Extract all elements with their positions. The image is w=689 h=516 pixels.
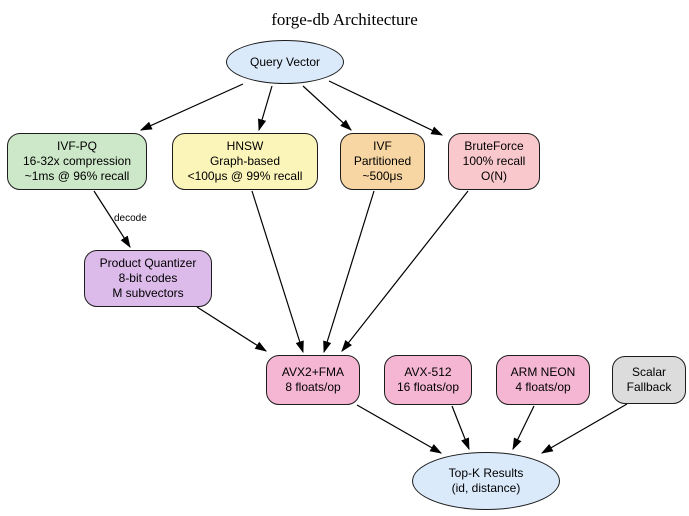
node-label: Partitioned (353, 154, 412, 168)
node-label: O(N) (481, 169, 507, 183)
node-label: 8-bit codes (118, 271, 178, 285)
node-bruteforce: BruteForce 100% recall O(N) (448, 133, 540, 190)
edge-ivfpq-to-quantizer (93, 190, 131, 249)
node-topk-results: Top-K Results (id, distance) (412, 452, 560, 510)
node-hnsw: HNSW Graph-based <100μs @ 99% recall (172, 133, 318, 190)
node-label: (id, distance) (451, 481, 521, 495)
node-query-vector: Query Vector (226, 40, 344, 84)
node-label: <100μs @ 99% recall (187, 169, 303, 183)
node-label: AVX2+FMA (281, 365, 345, 379)
node-label: IVF (373, 139, 392, 153)
node-label: ~1ms @ 96% recall (24, 169, 130, 183)
node-label: AVX-512 (404, 365, 452, 379)
node-product-quantizer: Product Quantizer 8-bit codes M subvecto… (84, 250, 212, 307)
diagram-title: forge-db Architecture (271, 10, 418, 29)
node-arm-neon: ARM NEON 4 floats/op (496, 355, 590, 405)
node-label: 16 floats/op (396, 380, 460, 394)
edge-label-decode: decode (114, 213, 147, 224)
node-label: Product Quantizer (99, 256, 197, 270)
node-label: BruteForce (464, 139, 524, 153)
node-label: IVF-PQ (56, 139, 97, 153)
edge-query-to-ivfpq (139, 83, 244, 131)
node-avx2-fma: AVX2+FMA 8 floats/op (266, 355, 360, 405)
node-avx-512: AVX-512 16 floats/op (384, 355, 472, 405)
node-label: M subvectors (112, 286, 184, 300)
edge-ivf-to-avx2 (323, 190, 375, 354)
node-label: 16-32x compression (22, 154, 132, 168)
edge-quantizer-to-avx2 (196, 306, 268, 352)
edge-hnsw-to-avx2 (251, 190, 304, 354)
node-label: HNSW (226, 139, 264, 153)
node-ivf: IVF Partitioned ~500μs (340, 133, 425, 190)
edge-query-to-hnsw (258, 85, 273, 132)
edge-query-to-ivf (302, 85, 352, 131)
node-scalar-fallback: Scalar Fallback (612, 356, 686, 404)
node-label: 8 floats/op (285, 380, 341, 394)
edge-avx512-to-topk (451, 405, 470, 451)
node-label: 100% recall (462, 154, 526, 168)
node-ivf-pq: IVF-PQ 16-32x compression ~1ms @ 96% rec… (7, 133, 147, 190)
node-label: Graph-based (209, 154, 281, 168)
node-label: Query Vector (249, 54, 321, 69)
node-label: ARM NEON (510, 365, 576, 379)
edge-bruteforce-to-avx2 (341, 190, 469, 352)
edge-avx2-to-topk (356, 404, 443, 454)
node-label: Top-K Results (448, 466, 524, 480)
edge-query-to-bruteforce (328, 80, 444, 136)
edge-scalar-to-topk (540, 403, 628, 454)
node-label: 4 floats/op (515, 380, 571, 394)
edge-neon-to-topk (512, 405, 535, 451)
node-label: Scalar (631, 365, 666, 379)
node-label: Fallback (626, 380, 672, 394)
node-label: ~500μs (362, 169, 403, 183)
